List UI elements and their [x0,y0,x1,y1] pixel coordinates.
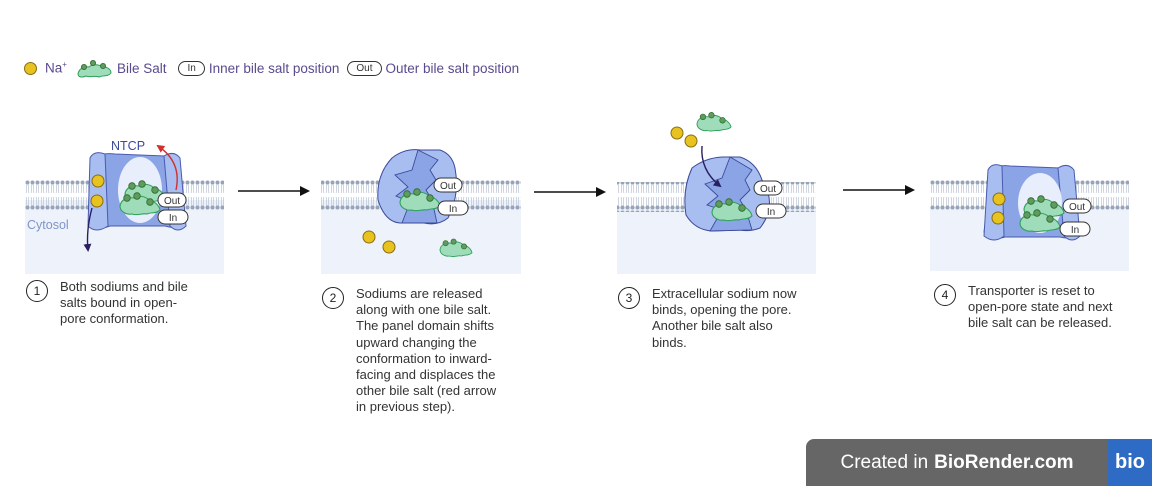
red-arrow [156,144,178,191]
in-tag [1059,221,1091,237]
sodium-ion [382,240,396,254]
sodium-ion [991,211,1005,225]
biorender-watermark[interactable]: Created in BioRender.com bio [806,439,1152,486]
legend-bile-salt-label: Bile Salt [116,60,167,76]
step-description: Transporter is reset to open-pore state … [968,283,1113,331]
step-number: 1 [26,280,48,302]
panel-4: Out In [930,164,1129,271]
out-tag [433,177,463,193]
step-description: Extracellular sodium now binds, opening … [652,286,797,350]
step-description: Sodiums are released along with one bile… [356,286,497,415]
out-tag-text: Out [440,181,456,192]
ntcp-label: NTCP [111,139,145,153]
legend-in-pill: In [178,60,205,76]
in-tag-text: In [767,207,775,218]
sodium-icon [24,61,37,75]
binding-arrow [701,145,722,188]
step-3: 3 Extracellular sodium now binds, openin… [618,286,808,351]
step-number: 3 [618,287,640,309]
bile-salt-incoming [696,111,732,132]
sodium-charge: + [62,60,67,70]
watermark-text: Created in BioRender.com [806,439,1108,486]
out-tag [157,192,187,208]
sodium-ion [992,192,1006,206]
legend-out-pill: Out [347,60,382,76]
out-tag [753,180,783,196]
step-description: Both sodiums and bile salts bound in ope… [60,279,188,327]
sodium-ion [684,134,698,148]
legend-sodium-label: Na+ [45,60,67,76]
out-tag-text: Out [164,196,180,207]
legend-inner-label: Inner bile salt position [208,60,340,76]
step-1: 1 Both sodiums and bile salts bound in o… [26,279,206,328]
in-tag [437,200,469,216]
in-tag [755,203,787,219]
panel-1: NTCP Cytosol Out In [25,139,224,274]
watermark-brand: BioRender.com [934,451,1074,473]
sodium-ion [362,230,376,244]
sodium-release-arrow [83,207,93,252]
in-tag-text: In [1071,225,1079,236]
out-tag [1062,198,1092,214]
legend-outer-label: Outer bile salt position [385,60,520,76]
cytosol-label: Cytosol [27,218,69,232]
step-2: 2 Sodiums are released along with one bi… [322,286,512,416]
legend: Na+ Bile Salt In Inner bile salt positio… [24,58,521,78]
out-tag-text: Out [760,184,776,195]
bile-salt-icon [77,60,112,78]
biorender-logo-icon: bio [1108,439,1152,486]
sodium-ion [91,174,105,188]
sodium-ion [670,126,684,140]
in-tag-text: In [169,213,177,224]
step-number: 2 [322,287,344,309]
watermark-prefix: Created in [840,451,929,473]
out-tag-text: Out [1069,202,1085,213]
sodium-ion [90,194,104,208]
panel-3: Out In [617,111,816,274]
in-tag [157,209,189,225]
panel-2: Out In [321,149,521,274]
sodium-text: Na [45,60,63,76]
step-4: 4 Transporter is reset to open-pore stat… [934,283,1124,332]
in-tag-text: In [449,204,457,215]
step-number: 4 [934,284,956,306]
